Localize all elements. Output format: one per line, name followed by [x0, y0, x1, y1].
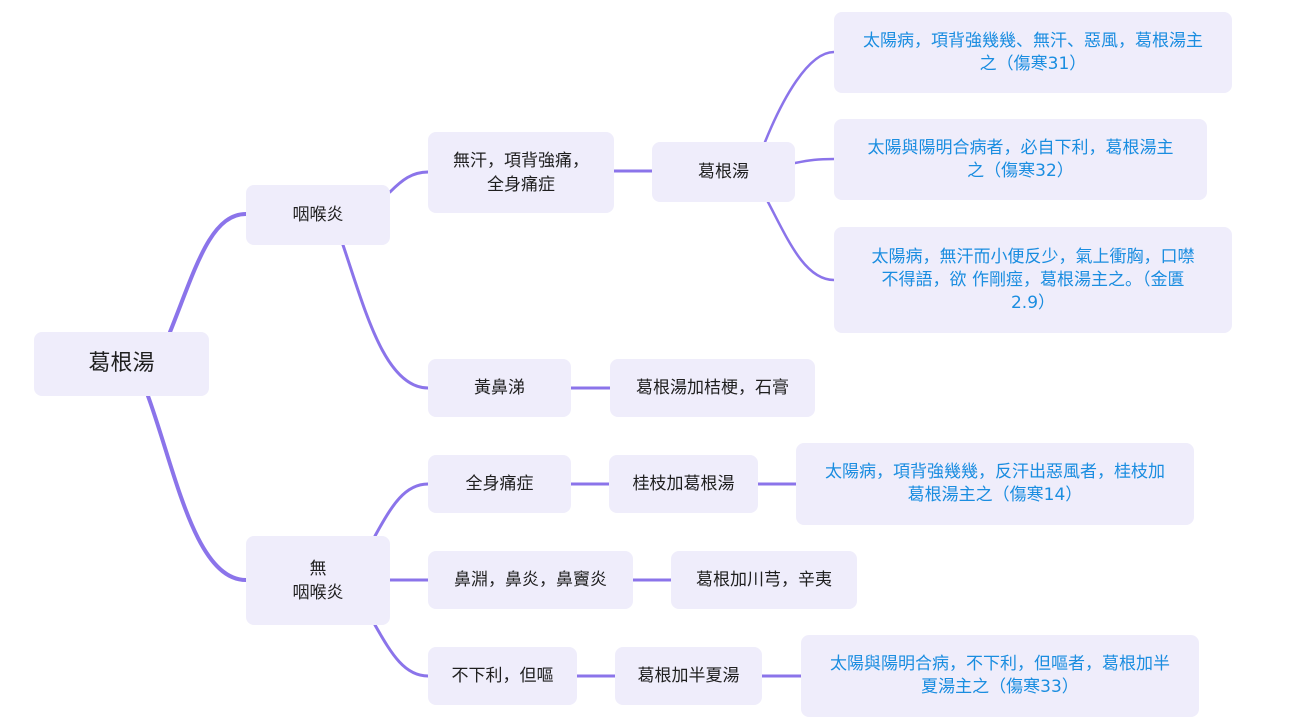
symptom-node[interactable]: 全身痛症	[428, 455, 571, 513]
symptom-node[interactable]: 鼻淵，鼻炎，鼻竇炎	[428, 551, 633, 609]
formula-label: 葛根湯	[698, 162, 749, 182]
formula-node[interactable]: 葛根湯	[652, 142, 795, 202]
formula-node[interactable]: 桂枝加葛根湯	[609, 455, 758, 513]
symptom-node[interactable]: 不下利，但嘔	[428, 647, 577, 705]
symptom-label: 黃鼻涕	[474, 378, 525, 398]
link-root-branch1	[168, 212, 248, 334]
link-branch1-sym1	[388, 170, 430, 194]
quote-text: 太陽與陽明合病，不下利，但嘔者，葛根加半 夏湯主之（傷寒33）	[830, 654, 1170, 697]
root-topic-label: 葛根湯	[88, 351, 155, 376]
symptom-label: 無汗，項背強痛， 全身痛症	[453, 150, 589, 195]
branch-no-pharyngitis[interactable]: 無 咽喉炎	[246, 536, 390, 625]
symptom-node[interactable]: 無汗，項背強痛， 全身痛症	[428, 132, 614, 213]
formula-label: 葛根加川芎，辛夷	[696, 570, 832, 590]
link-branch1-sym2	[341, 243, 430, 390]
link-formula1-quote1	[763, 50, 836, 144]
symptom-label: 鼻淵，鼻炎，鼻竇炎	[454, 570, 607, 590]
symptom-label: 全身痛症	[465, 474, 534, 494]
quote-node[interactable]: 太陽病，項背強幾幾、無汗、惡風，葛根湯主 之（傷寒31）	[834, 12, 1232, 93]
branch-label: 咽喉炎	[292, 205, 344, 225]
quote-text: 太陽病，項背強幾幾、無汗、惡風，葛根湯主 之（傷寒31）	[863, 30, 1203, 74]
link-formula1-quote2	[793, 157, 836, 165]
quote-node[interactable]: 太陽病，無汗而小便反少，氣上衝胸，口噤 不得語，欲 作剛痙，葛根湯主之。（金匱 …	[834, 227, 1232, 333]
symptom-label: 不下利，但嘔	[451, 666, 554, 686]
link-branch2-sym3	[373, 482, 430, 538]
formula-node[interactable]: 葛根加川芎，辛夷	[671, 551, 857, 609]
link-branch2-sym5	[373, 623, 430, 678]
formula-node[interactable]: 葛根加半夏湯	[615, 647, 762, 705]
quote-text: 太陽與陽明合病者，必自下利，葛根湯主 之（傷寒32）	[867, 137, 1174, 181]
formula-node[interactable]: 葛根湯加桔梗，石膏	[610, 359, 815, 417]
quote-text: 太陽病，無汗而小便反少，氣上衝胸，口噤 不得語，欲 作剛痙，葛根湯主之。（金匱 …	[871, 246, 1195, 313]
symptom-node[interactable]: 黃鼻涕	[428, 359, 571, 417]
branch-label: 無 咽喉炎	[292, 558, 344, 603]
branch-pharyngitis[interactable]: 咽喉炎	[246, 185, 390, 245]
root-topic[interactable]: 葛根湯	[34, 332, 209, 396]
formula-label: 葛根湯加桔梗，石膏	[636, 378, 789, 398]
quote-node[interactable]: 太陽病，項背強幾幾，反汗出惡風者，桂枝加 葛根湯主之（傷寒14）	[796, 443, 1194, 525]
link-root-branch2	[146, 394, 248, 582]
quote-text: 太陽病，項背強幾幾，反汗出惡風者，桂枝加 葛根湯主之（傷寒14）	[825, 462, 1165, 505]
quote-node[interactable]: 太陽與陽明合病，不下利，但嘔者，葛根加半 夏湯主之（傷寒33）	[801, 635, 1199, 717]
formula-label: 桂枝加葛根湯	[632, 474, 735, 494]
formula-label: 葛根加半夏湯	[637, 666, 740, 686]
link-formula1-quote3	[766, 200, 836, 282]
quote-node[interactable]: 太陽與陽明合病者，必自下利，葛根湯主 之（傷寒32）	[834, 119, 1207, 200]
